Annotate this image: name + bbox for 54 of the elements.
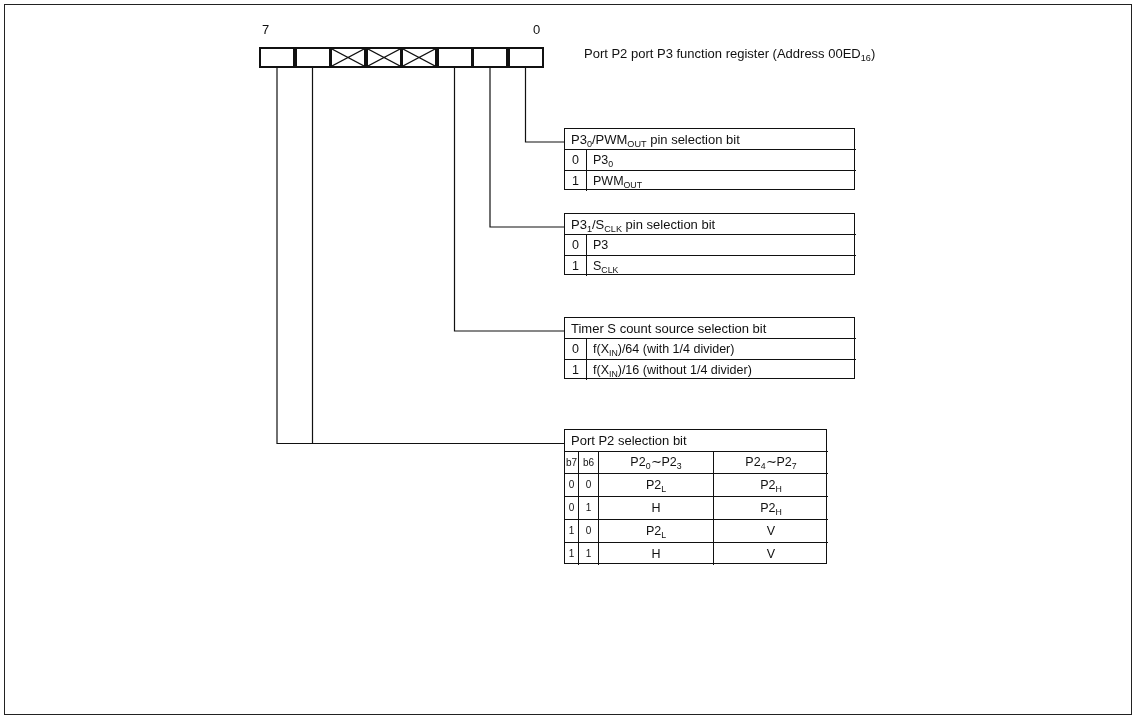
table-heading: P3$_{0}$/PWM$_{OUT}$ pin selection bit [570,130,741,149]
table-cell: 1 [565,519,579,542]
table-cell: V [714,542,828,565]
table-cell: 0 [565,234,587,255]
table-cell: 0 [579,519,599,542]
table-cell: 0 [565,473,579,496]
bit-number: 7 [262,22,270,37]
table-cell: f(X$_{IN}$)/64 (with 1/4 divider) [587,338,856,359]
table-cell: P2$_{4}$∼P2$_{7}$ [714,451,828,473]
table-cell: 0 [565,149,587,170]
table-cell: 0 [565,338,587,359]
table-cell: 1 [579,496,599,519]
table-cell: H [599,542,714,565]
selection-table [564,128,855,190]
table-heading: Port P2 selection bit [570,432,688,450]
selection-table [564,213,855,275]
register-bit-cell [259,47,295,68]
register-bit-cell [294,47,331,68]
table-heading: Timer S count source selection bit [570,319,768,338]
table-cell: 0 [565,496,579,519]
table-cell: 1 [565,542,579,565]
table-cell: 1 [565,255,587,276]
table-cell: P3$_{0}$ [587,149,856,170]
reserved-bit-cell [365,47,402,68]
table-cell: 1 [565,170,587,191]
table-cell: f(X$_{IN}$)/16 (without 1/4 divider) [587,359,856,380]
table-cell: S$_{CLK}$ [587,255,856,276]
register-bit-cell [507,47,544,68]
table-cell: 1 [565,359,587,380]
table-cell: P2$_{L}$ [599,473,714,496]
table-cell: PWM$_{OUT}$ [587,170,856,191]
table-cell: P2$_{0}$∼P2$_{3}$ [599,451,714,473]
table-cell: P2$_{H}$ [714,473,828,496]
table-cell: P2$_{H}$ [714,496,828,519]
selection-table [564,429,827,564]
table-cell: P2$_{L}$ [599,519,714,542]
table-heading: P3$_{1}$/S$_{CLK}$ pin selection bit [570,215,717,234]
table-cell: b7 [565,451,579,473]
table-cell: b6 [579,451,599,473]
table-cell: H [599,496,714,519]
connector-line [453,67,565,332]
connector-line [524,67,565,143]
table-cell: 1 [579,542,599,565]
table-cell: 0 [579,473,599,496]
reserved-bit-cell [330,47,366,68]
bit-number: 0 [533,22,541,37]
connector-line [489,67,565,228]
selection-table [564,317,855,379]
reserved-bit-cell [401,47,437,68]
table-cell: V [714,519,828,542]
register-title: Port P2 port P3 function register (Address 00ED$_{16}$) [584,46,876,61]
register-bit-cell [472,47,508,68]
table-cell: P3 [587,234,856,255]
register-bit-cell [436,47,473,68]
